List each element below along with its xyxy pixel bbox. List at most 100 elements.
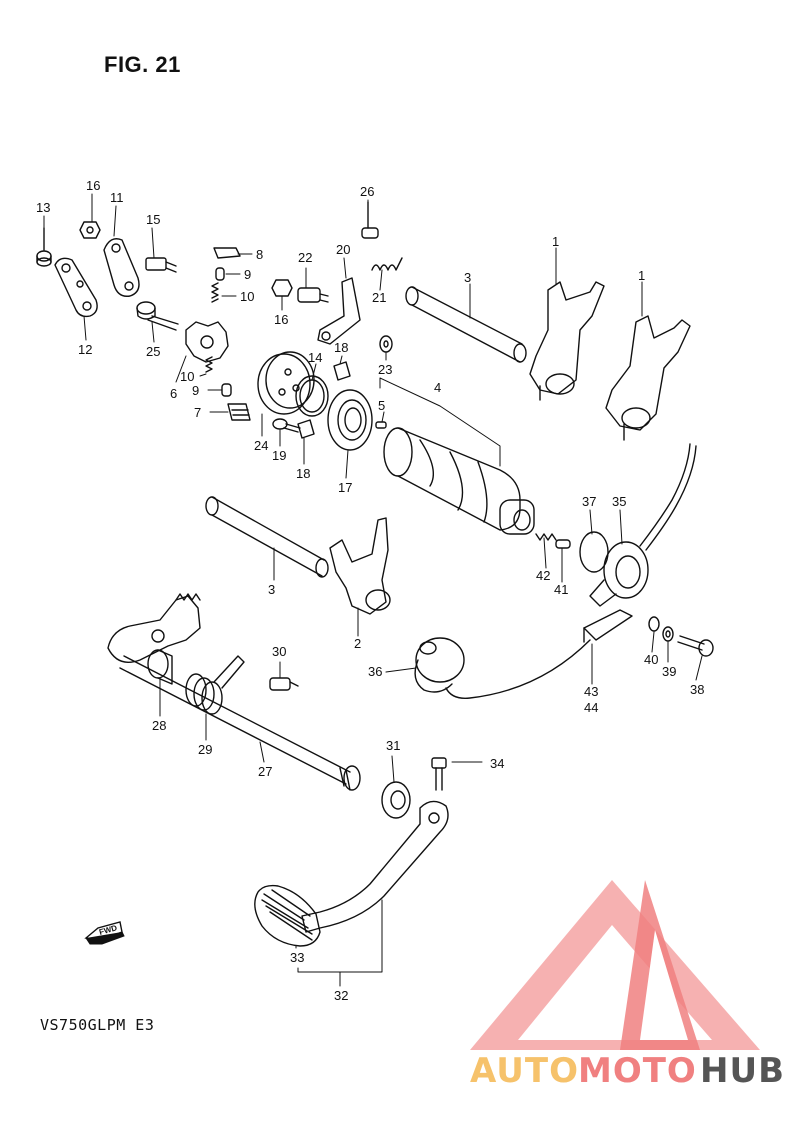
part-38-bolt bbox=[677, 635, 714, 657]
part-7-pawl bbox=[227, 403, 251, 421]
callout-43: 43 bbox=[584, 684, 598, 699]
figure-title: FIG. 21 bbox=[104, 52, 181, 77]
callout-35: 35 bbox=[612, 494, 626, 509]
part-6-cam-plate bbox=[185, 321, 229, 363]
part-18a-retainer bbox=[333, 361, 351, 381]
callout-24: 24 bbox=[254, 438, 268, 453]
callout-7: 7 bbox=[194, 405, 201, 420]
callout-36: 36 bbox=[368, 664, 382, 679]
part-30-pin bbox=[269, 677, 299, 691]
callout-4: 4 bbox=[434, 380, 441, 395]
part-28-collar bbox=[147, 649, 173, 685]
callout-17: 17 bbox=[338, 480, 352, 495]
part-11-plate bbox=[103, 238, 140, 297]
callout-33: 33 bbox=[290, 950, 304, 965]
part-19-bolt bbox=[272, 418, 301, 433]
part-34-bolt bbox=[431, 757, 447, 791]
callout-23: 23 bbox=[378, 362, 392, 377]
leader-lines bbox=[43, 193, 703, 987]
callout-18b: 18 bbox=[296, 466, 310, 481]
callout-9b: 9 bbox=[192, 383, 199, 398]
callout-21: 21 bbox=[372, 290, 386, 305]
part-36-boot bbox=[414, 637, 465, 693]
part-9a-pin bbox=[215, 267, 225, 281]
part-33-pedal-rubber bbox=[254, 884, 321, 947]
callout-41: 41 bbox=[554, 582, 568, 597]
callout-29: 29 bbox=[198, 742, 212, 757]
part-26-bolt bbox=[361, 201, 379, 239]
watermark-logo bbox=[470, 880, 760, 1050]
callout-16a: 16 bbox=[86, 178, 100, 193]
part-12-plate bbox=[54, 257, 98, 318]
callout-25: 25 bbox=[146, 344, 160, 359]
callout-labels: 13 16 11 15 12 8 9 10 25 10 9 7 6 24 19 … bbox=[36, 178, 704, 1003]
callout-2: 2 bbox=[354, 636, 361, 651]
part-4-shift-drum bbox=[383, 427, 535, 535]
part-42-spring bbox=[535, 533, 557, 541]
part-18b-retainer bbox=[297, 419, 315, 439]
part-43-44-clamp bbox=[445, 609, 633, 699]
callout-5: 5 bbox=[378, 398, 385, 413]
part-17-bearing bbox=[327, 389, 373, 451]
watermark-text: AUTO MOTO HUB bbox=[470, 1051, 784, 1091]
part-8-stopper bbox=[213, 247, 241, 259]
callout-10a: 10 bbox=[240, 289, 254, 304]
model-code: VS750GLPM E3 bbox=[40, 1016, 155, 1034]
callout-39: 39 bbox=[662, 664, 676, 679]
part-10a-spring bbox=[211, 282, 219, 303]
callout-19: 19 bbox=[272, 448, 286, 463]
callout-38: 38 bbox=[690, 682, 704, 697]
callout-6: 6 bbox=[170, 386, 177, 401]
part-35-gear-position-switch bbox=[589, 443, 697, 607]
part-25-bolt bbox=[136, 301, 179, 331]
callout-3a: 3 bbox=[464, 270, 471, 285]
callout-9a: 9 bbox=[244, 267, 251, 282]
callout-1b: 1 bbox=[638, 268, 645, 283]
callout-15: 15 bbox=[146, 212, 160, 227]
part-27-gearshift-shaft bbox=[107, 593, 361, 791]
part-3b-shaft bbox=[205, 496, 329, 578]
callout-13: 13 bbox=[36, 200, 50, 215]
callout-26: 26 bbox=[360, 184, 374, 199]
callout-20: 20 bbox=[336, 242, 350, 257]
watermark-auto: AUTO bbox=[470, 1051, 579, 1091]
callout-32: 32 bbox=[334, 988, 348, 1003]
watermark-moto: MOTO bbox=[578, 1051, 697, 1091]
part-5-pin bbox=[375, 421, 387, 429]
part-1a-shift-fork bbox=[529, 281, 605, 401]
callout-31: 31 bbox=[386, 738, 400, 753]
part-13-screw bbox=[36, 227, 52, 267]
part-16b-nut bbox=[271, 279, 293, 297]
part-29-return-spring bbox=[185, 655, 245, 715]
callout-37: 37 bbox=[582, 494, 596, 509]
forward-arrow-icon: FWD bbox=[84, 921, 125, 945]
part-14-ring bbox=[295, 375, 329, 417]
part-3a-shaft bbox=[405, 286, 527, 363]
callout-18a: 18 bbox=[334, 340, 348, 355]
callout-16b: 16 bbox=[274, 312, 288, 327]
part-31-oil-seal bbox=[381, 781, 411, 819]
callout-34: 34 bbox=[490, 756, 504, 771]
callout-3b: 3 bbox=[268, 582, 275, 597]
callout-44: 44 bbox=[584, 700, 598, 715]
callout-1a: 1 bbox=[552, 234, 559, 249]
part-39-washer bbox=[662, 626, 674, 642]
part-21-spring bbox=[371, 257, 403, 271]
part-37-o-ring bbox=[579, 531, 609, 573]
callout-8: 8 bbox=[256, 247, 263, 262]
callout-27: 27 bbox=[258, 764, 272, 779]
part-15-stud bbox=[145, 257, 177, 273]
part-22-stud bbox=[297, 287, 329, 303]
callout-42: 42 bbox=[536, 568, 550, 583]
part-9b-pin bbox=[221, 383, 232, 397]
callout-22: 22 bbox=[298, 250, 312, 265]
part-20-lever bbox=[317, 277, 361, 345]
callout-40: 40 bbox=[644, 652, 658, 667]
part-23-washer bbox=[379, 335, 393, 353]
part-10b-spring bbox=[205, 356, 213, 373]
callout-28: 28 bbox=[152, 718, 166, 733]
callout-14: 14 bbox=[308, 350, 322, 365]
part-41-pin bbox=[555, 539, 571, 549]
part-32-gearshift-lever bbox=[301, 800, 449, 933]
